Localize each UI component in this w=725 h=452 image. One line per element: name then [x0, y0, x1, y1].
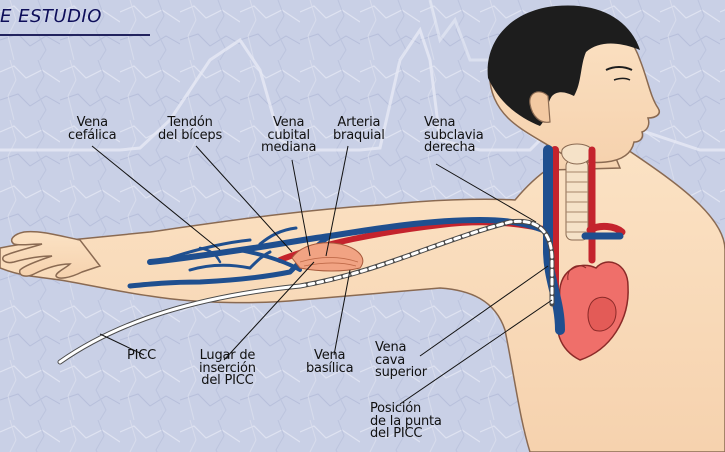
- title-underline: [0, 34, 150, 36]
- trachea: [562, 144, 593, 240]
- label-picc: PICC: [127, 350, 156, 363]
- label-posicion-punta: Posición de la punta del PICC: [370, 403, 442, 441]
- label-tendon-biceps: Tendón del bíceps: [158, 117, 222, 142]
- label-arteria-braquial: Arteria braquial: [333, 117, 385, 142]
- label-lugar-insercion: Lugar de inserción del PICC: [199, 350, 256, 388]
- page-title: E ESTUDIO: [0, 6, 102, 27]
- label-vena-cubital-mediana: Vena cubital mediana: [261, 117, 316, 155]
- label-vena-cefalica: Vena cefálica: [68, 117, 116, 142]
- label-vena-basilica: Vena basílica: [306, 350, 353, 375]
- label-vena-subclavia-derecha: Vena subclavia derecha: [424, 117, 483, 155]
- label-vena-cava-superior: Vena cava superior: [375, 342, 427, 380]
